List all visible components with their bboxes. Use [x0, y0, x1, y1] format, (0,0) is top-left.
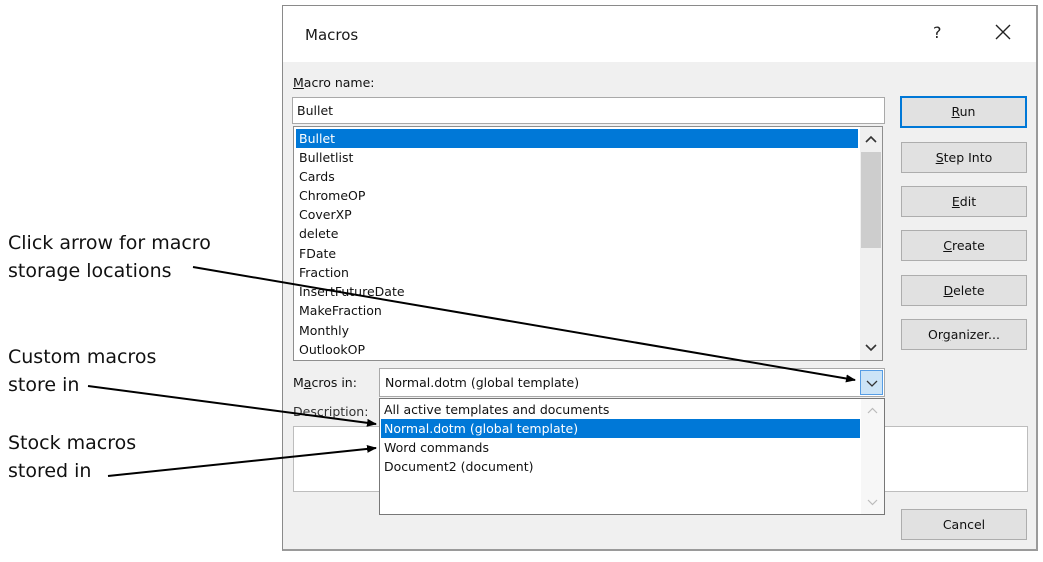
dropdown-option[interactable]: Document2 (document) [384, 459, 534, 474]
list-item[interactable]: delete [299, 226, 339, 241]
macro-list-scrollbar[interactable] [860, 127, 882, 360]
macros-in-combobox[interactable]: Normal.dotm (global template) [379, 368, 885, 397]
delete-button[interactable]: Delete [901, 275, 1027, 306]
list-item[interactable]: Fraction [299, 265, 349, 280]
chevron-down-icon [866, 380, 878, 387]
help-button[interactable]: ? [933, 23, 942, 42]
dropdown-scrollbar[interactable] [861, 399, 884, 514]
macro-name-value: Bullet [297, 103, 334, 118]
macro-name-label: Macro name: [293, 75, 375, 90]
list-item[interactable]: OutlookOP [299, 342, 366, 357]
organizer-button[interactable]: Organizer... [901, 319, 1027, 350]
list-item[interactable]: MakeFraction [299, 303, 382, 318]
macro-name-input[interactable]: Bullet [292, 97, 885, 124]
list-item[interactable]: ChromeOP [299, 188, 366, 203]
edit-button[interactable]: Edit [901, 186, 1027, 217]
description-label: Description: [293, 404, 369, 419]
macros-in-dropdown-button[interactable] [860, 370, 883, 395]
list-item[interactable]: Bullet [296, 129, 858, 148]
macros-in-value: Normal.dotm (global template) [385, 375, 580, 390]
list-item[interactable]: Bulletlist [299, 150, 354, 165]
list-item[interactable]: InsertFutureDate [299, 284, 405, 299]
close-icon[interactable] [991, 20, 1015, 44]
scroll-up-icon[interactable] [865, 135, 877, 143]
title-bar: Macros ? [283, 6, 1036, 62]
macro-list[interactable]: Bullet Bulletlist Cards ChromeOP CoverXP… [293, 126, 883, 361]
scroll-thumb[interactable] [861, 152, 881, 248]
list-item[interactable]: Cards [299, 169, 335, 184]
create-button[interactable]: Create [901, 230, 1027, 261]
scroll-down-icon[interactable] [865, 344, 877, 352]
step-into-button[interactable]: Step Into [901, 142, 1027, 173]
list-item[interactable]: CoverXP [299, 207, 352, 222]
dropdown-option[interactable]: Word commands [384, 440, 490, 455]
macros-dialog: Macros ? Macro name: Bullet Bullet Bulle… [282, 5, 1038, 551]
dialog-title: Macros [305, 26, 359, 44]
run-button[interactable]: Run [900, 96, 1027, 128]
list-item[interactable]: FDate [299, 246, 337, 261]
dropdown-option[interactable]: All active templates and documents [384, 402, 610, 417]
cancel-button[interactable]: Cancel [901, 509, 1027, 540]
macros-in-label: Macros in: [293, 375, 357, 390]
scroll-up-icon [867, 407, 878, 414]
macros-in-dropdown-list[interactable]: All active templates and documents Norma… [379, 398, 885, 515]
list-item[interactable]: Monthly [299, 323, 350, 338]
scroll-down-icon [867, 499, 878, 506]
dropdown-option[interactable]: Normal.dotm (global template) [381, 419, 860, 438]
